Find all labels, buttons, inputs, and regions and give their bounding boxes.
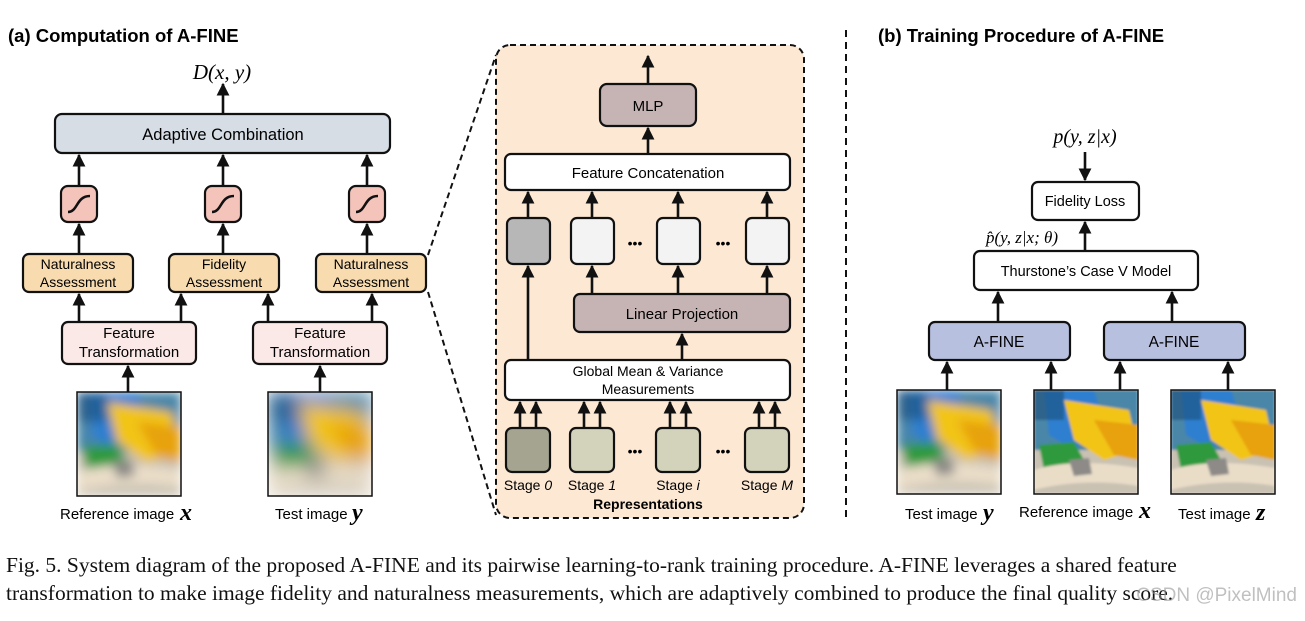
p-hat-label: p̂(y, z|x; θ) <box>985 228 1058 247</box>
ft-right-line1: Feature <box>294 325 346 342</box>
naturalness-assessment-left-box <box>21 252 135 294</box>
b-test-z-var: z <box>1255 500 1266 526</box>
afine-left-label: A-FINE <box>974 334 1025 351</box>
afine-box-left <box>927 320 1072 362</box>
panel-a-title: (a) Computation of A-FINE <box>8 25 239 46</box>
fidelity-loss-label: Fidelity Loss <box>1045 194 1126 210</box>
ft-left-line1: Feature <box>103 325 155 342</box>
b-test-z-label: Test image <box>1178 506 1251 523</box>
adaptive-combination-label: Adaptive Combination <box>142 126 303 144</box>
linear-projection-box <box>572 292 792 334</box>
reference-image-label: Reference image <box>60 506 174 523</box>
feature-concatenation-box <box>503 152 792 192</box>
naturalness-left-line1: Naturalness <box>41 256 116 272</box>
test-image-y-b <box>896 389 1002 495</box>
test-image-y <box>267 391 373 497</box>
feature-box-stagem <box>744 216 791 266</box>
feature-transformation-right-box <box>251 320 389 366</box>
stage-i-label: Stage i <box>656 477 700 493</box>
ellipsis-stages-1: ••• <box>628 443 643 459</box>
sigmoid-icon <box>355 194 379 214</box>
b-ref-x-var: x <box>1138 498 1151 524</box>
zoom-line-bottom <box>427 291 497 516</box>
representations-label: Representations <box>593 496 703 512</box>
stage-0-box <box>504 426 552 474</box>
fidelity-assessment-box <box>167 252 281 294</box>
reference-image-var: x <box>179 500 192 526</box>
mlp-box <box>598 82 698 128</box>
system-diagram: (a) Computation of A-FINE D(x, y) Adapti… <box>8 25 1276 526</box>
feature-concatenation-label: Feature Concatenation <box>572 165 725 182</box>
sigmoid-icon <box>211 194 235 214</box>
global-line1: Global Mean & Variance <box>573 363 724 379</box>
linear-projection-label: Linear Projection <box>626 306 739 323</box>
test-image-var: y <box>349 500 363 526</box>
fidelity-line1: Fidelity <box>202 256 246 272</box>
stage-1-label: Stage 1 <box>568 477 616 493</box>
feature-box-stage0 <box>505 216 552 266</box>
panel-b-title: (b) Training Procedure of A-FINE <box>878 25 1164 46</box>
test-image-label: Test image <box>275 506 348 523</box>
stage-i-box <box>654 426 702 474</box>
global-line2: Measurements <box>602 381 695 397</box>
feature-box-stage1 <box>569 216 616 266</box>
adaptive-combination-box <box>53 112 392 155</box>
p-yz-given-x-label: p(y, z|x) <box>1051 126 1117 148</box>
reference-image-x <box>76 391 182 497</box>
b-test-y-label: Test image <box>905 506 978 523</box>
stage-m-label: Stage M <box>741 477 793 493</box>
global-mean-variance-box <box>503 358 792 402</box>
fidelity-line2: Assessment <box>186 274 262 290</box>
watermark: CSDN @PixelMind <box>1136 585 1297 606</box>
test-image-z-b <box>1170 389 1276 495</box>
naturalness-left-line2: Assessment <box>40 274 116 290</box>
thurstone-label: Thurstone’s Case V Model <box>1001 264 1172 280</box>
sigmoid-box-middle <box>203 184 243 224</box>
figure-caption: Fig. 5. System diagram of the proposed A… <box>6 553 1177 605</box>
ellipsis-features-1: ••• <box>628 235 643 251</box>
naturalness-right-line2: Assessment <box>333 274 409 290</box>
thurstone-box <box>972 249 1200 292</box>
mlp-label: MLP <box>633 98 664 115</box>
stage-m-box <box>743 426 791 474</box>
output-d-label: D(x, y) <box>192 60 251 84</box>
sigmoid-box-left <box>59 184 99 224</box>
ft-left-line2: Transformation <box>79 344 179 361</box>
b-ref-x-label: Reference image <box>1019 504 1133 521</box>
zoom-line-top <box>427 54 497 256</box>
naturalness-assessment-right-box <box>314 252 428 294</box>
afine-right-label: A-FINE <box>1149 334 1200 351</box>
reference-image-x-b <box>1033 389 1139 495</box>
stage-1-box <box>568 426 616 474</box>
fidelity-loss-box <box>1030 180 1141 222</box>
feature-transformation-left-box <box>60 320 198 366</box>
naturalness-right-line1: Naturalness <box>334 256 409 272</box>
sigmoid-icon <box>67 194 91 214</box>
b-test-y-var: y <box>980 500 994 526</box>
ellipsis-features-2: ••• <box>716 235 731 251</box>
ft-right-line2: Transformation <box>270 344 370 361</box>
afine-box-right <box>1102 320 1247 362</box>
feature-box-stagei <box>655 216 702 266</box>
stage-0-label: Stage 0 <box>504 477 552 493</box>
ellipsis-stages-2: ••• <box>716 443 731 459</box>
sigmoid-box-right <box>347 184 387 224</box>
